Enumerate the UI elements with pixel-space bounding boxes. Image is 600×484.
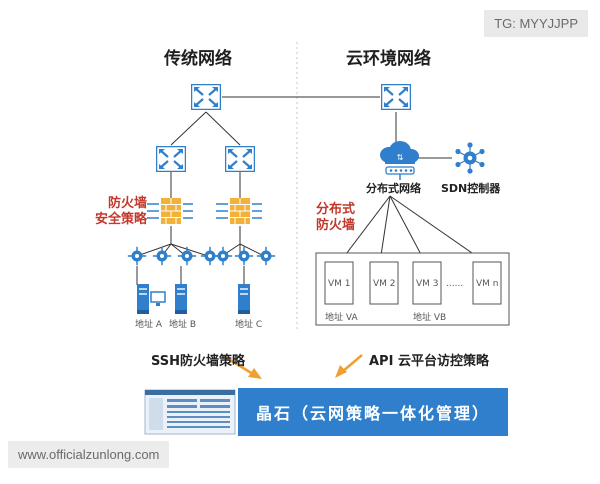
tg-watermark: TG: MYYJJPP	[484, 10, 588, 37]
left-section-title: 传统网络	[164, 49, 232, 69]
address-b-label: 地址 B	[169, 320, 197, 330]
firewall-brick-icon	[216, 198, 262, 224]
node-icon	[127, 246, 147, 266]
firewall-policy-label: 防火墙 安全策略	[95, 196, 147, 228]
vm-label-1: VM 1	[328, 279, 351, 289]
address-c-label: 地址 C	[235, 320, 263, 330]
product-banner: 晶石（云网策略一体化管理）	[238, 388, 508, 436]
right-section-title: 云环境网络	[346, 49, 431, 69]
address-vb-label: 地址 VB	[413, 313, 447, 323]
cloud-switch-icon: ⇅	[380, 141, 419, 180]
url-watermark: www.officialzunlong.com	[8, 441, 170, 468]
server-icon	[175, 284, 187, 314]
vm-label-2: VM 2	[373, 279, 396, 289]
distributed-network-label: 分布式网络	[366, 182, 421, 195]
right-router-icon	[225, 146, 255, 172]
server-icon	[137, 284, 149, 314]
firewall-label-line1: 防火墙	[108, 196, 148, 211]
ssh-firewall-policy-label: SSH防火墙策略	[151, 354, 246, 369]
management-console-thumbnail	[144, 389, 236, 435]
policy-arrows	[224, 354, 363, 379]
connection-lines	[136, 96, 486, 285]
vm-boxes	[324, 261, 502, 305]
api-cloud-policy-label: API 云平台访控策略	[369, 354, 489, 369]
address-a-label: 地址 A	[135, 320, 163, 330]
firewall-label-line2: 安全策略	[95, 212, 148, 227]
distributed-firewall-label: 分布式 防火墙	[316, 202, 355, 234]
vm-label-ellipsis: ......	[446, 279, 464, 289]
sdn-hub-icon	[455, 142, 485, 174]
node-icon	[177, 246, 197, 266]
server-icon	[238, 284, 250, 314]
address-va-label: 地址 VA	[325, 313, 358, 323]
distributed-firewall-line2: 防火墙	[316, 218, 356, 233]
cloud-router-icon	[381, 84, 411, 110]
vm-label-3: VM 3	[416, 279, 439, 289]
node-icon	[213, 246, 233, 266]
monitor-icon	[150, 291, 166, 306]
vm-label-n: VM n	[476, 279, 499, 289]
sdn-controller-label: SDN控制器	[441, 182, 501, 195]
left-router-icon	[156, 146, 186, 172]
distributed-firewall-line1: 分布式	[316, 202, 356, 217]
svg-text:⇅: ⇅	[397, 153, 404, 162]
firewall-brick-icon	[147, 198, 193, 224]
core-router-icon	[191, 84, 221, 110]
node-icon	[256, 246, 276, 266]
